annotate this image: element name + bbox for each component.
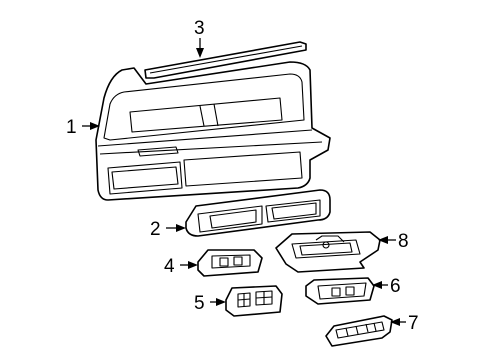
trim-molding-strip xyxy=(144,41,307,79)
switch-housing xyxy=(305,277,375,305)
switch-bezel xyxy=(197,249,263,277)
door-trim-panel xyxy=(95,61,331,201)
storage-compartment xyxy=(275,231,381,273)
callout-8: 8 xyxy=(398,231,409,252)
callout-3: 3 xyxy=(194,18,205,39)
callout-6: 6 xyxy=(390,276,401,297)
grille-insert xyxy=(325,315,393,347)
armrest-pad xyxy=(185,189,331,237)
window-switch xyxy=(225,285,283,317)
leader-lines xyxy=(82,38,406,326)
callout-7: 7 xyxy=(408,313,419,334)
callout-4: 4 xyxy=(164,256,175,277)
callout-5: 5 xyxy=(194,293,205,314)
callout-2: 2 xyxy=(150,219,161,240)
callout-1: 1 xyxy=(66,117,77,138)
